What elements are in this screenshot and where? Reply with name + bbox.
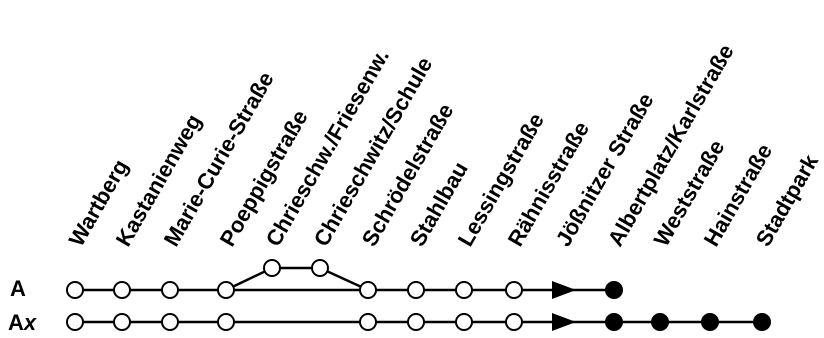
stop-marker: [161, 313, 179, 331]
stop-marker: [407, 281, 425, 299]
line-label-ax-main: A: [8, 310, 24, 335]
stop-marker: [455, 281, 473, 299]
stop-marker: [217, 313, 235, 331]
stop-marker: [66, 281, 84, 299]
terminal-stop-marker: [605, 313, 623, 331]
stop-marker: [66, 313, 84, 331]
line-names: A Ax: [8, 276, 37, 335]
terminal-stop-marker: [605, 281, 623, 299]
terminal-stop-marker: [651, 313, 669, 331]
stop-marker: [263, 259, 281, 277]
stop-marker: [161, 281, 179, 299]
stop-marker: [113, 313, 131, 331]
stop-marker: [311, 259, 329, 277]
stop-marker: [407, 313, 425, 331]
stop-marker: [359, 313, 377, 331]
stop-marker: [455, 313, 473, 331]
stop-marker: [505, 281, 523, 299]
stop-marker: [113, 281, 131, 299]
direction-arrow: [552, 281, 576, 299]
direction-arrow: [552, 313, 576, 331]
line-label-ax: Ax: [8, 310, 37, 335]
stop-marker: [359, 281, 377, 299]
stop-marker: [217, 281, 235, 299]
line-label-a: A: [10, 276, 26, 301]
terminal-stop-marker: [753, 313, 771, 331]
terminal-stop-marker: [701, 313, 719, 331]
stop-markers: [66, 259, 771, 331]
line-label-ax-suffix: x: [23, 310, 37, 335]
stop-marker: [505, 313, 523, 331]
stop-labels: WartbergKastanienwegMarie-Curie-StraßePo…: [64, 40, 824, 250]
